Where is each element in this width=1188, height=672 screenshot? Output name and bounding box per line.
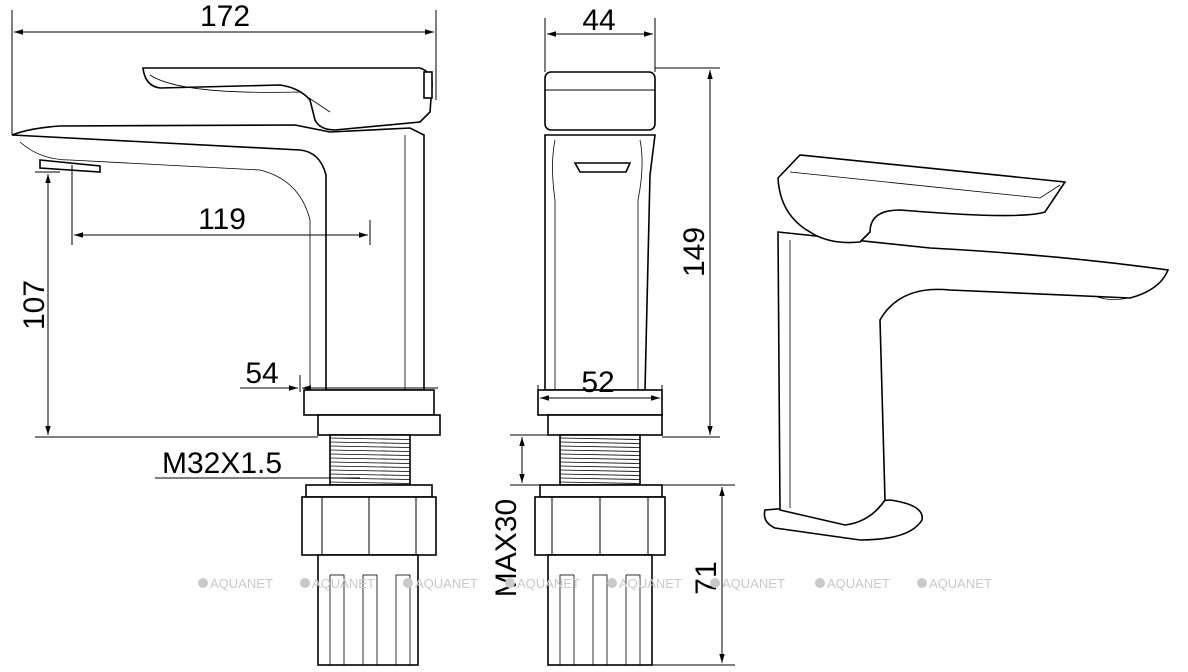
thread-line: [329, 465, 411, 468]
thread-line: [559, 461, 641, 464]
watermark-logo: AQUANET: [198, 576, 273, 591]
thread-line: [559, 453, 641, 456]
thread-line: [559, 441, 641, 444]
watermark-logo: AQUANET: [917, 576, 992, 591]
thread-line: [329, 473, 411, 476]
watermark-logo: AQUANET: [607, 576, 682, 591]
dim-side-width: 44: [582, 4, 615, 37]
front-spout-body: [11, 124, 425, 391]
front-handle: [142, 67, 433, 131]
svg-text:AQUANET: AQUANET: [722, 576, 785, 591]
iso-body: [777, 231, 1170, 526]
thread-line: [559, 457, 641, 460]
svg-text:AQUANET: AQUANET: [517, 576, 580, 591]
svg-text:AQUANET: AQUANET: [210, 576, 273, 591]
watermark-row: AQUANET AQUANET AQUANET AQUANET AQUANET …: [198, 576, 992, 591]
thread-line: [329, 453, 411, 456]
thread-line: [329, 469, 411, 472]
thread-line: [559, 473, 641, 476]
side-view: [534, 71, 666, 666]
svg-text:AQUANET: AQUANET: [312, 576, 375, 591]
front-fastener: [317, 554, 419, 666]
svg-text:AQUANET: AQUANET: [929, 576, 992, 591]
thread-line: [329, 461, 411, 464]
thread-line: [329, 481, 411, 484]
dimension-lines: [11, 10, 735, 666]
watermark-logo: AQUANET: [505, 576, 580, 591]
svg-text:AQUANET: AQUANET: [415, 576, 478, 591]
dim-spout-height: 107: [18, 280, 51, 330]
side-fastener: [547, 554, 653, 666]
dim-side-base: 52: [581, 366, 614, 399]
front-nut-collar: [305, 484, 433, 498]
thread-line: [559, 481, 641, 484]
thread-line: [329, 449, 411, 452]
iso-handle: [777, 154, 1067, 244]
dimension-labels: 172 119 107 54 M32X1.5 44 149 52 MAX30 7…: [18, 0, 723, 597]
thread-line: [559, 445, 641, 448]
dim-base-front: 54: [245, 357, 278, 390]
dim-overall-length: 172: [200, 0, 250, 33]
watermark-logo: AQUANET: [815, 576, 890, 591]
thread-line: [559, 449, 641, 452]
watermark-logo: AQUANET: [403, 576, 478, 591]
thread-line: [559, 437, 641, 440]
dim-total-height: 149: [678, 227, 711, 277]
thread-line: [329, 437, 411, 440]
thread-line: [559, 469, 641, 472]
watermark-logo: AQUANET: [300, 576, 375, 591]
thread-line: [329, 457, 411, 460]
perspective-view: [763, 154, 1170, 541]
watermark-logo: AQUANET: [710, 576, 785, 591]
thread-line: [329, 445, 411, 448]
dim-thread: M32X1.5: [162, 447, 282, 480]
front-aerator: [39, 159, 101, 173]
front-base-plate: [303, 389, 435, 416]
dim-spout-reach: 119: [198, 203, 246, 236]
front-view: [11, 67, 441, 666]
dim-nut-length: 71: [690, 561, 723, 594]
side-handle-cap: [544, 71, 656, 131]
thread-line: [559, 465, 641, 468]
thread-line: [329, 441, 411, 444]
svg-text:AQUANET: AQUANET: [827, 576, 890, 591]
svg-text:AQUANET: AQUANET: [619, 576, 682, 591]
thread-line: [559, 477, 641, 480]
side-body: [544, 134, 656, 391]
